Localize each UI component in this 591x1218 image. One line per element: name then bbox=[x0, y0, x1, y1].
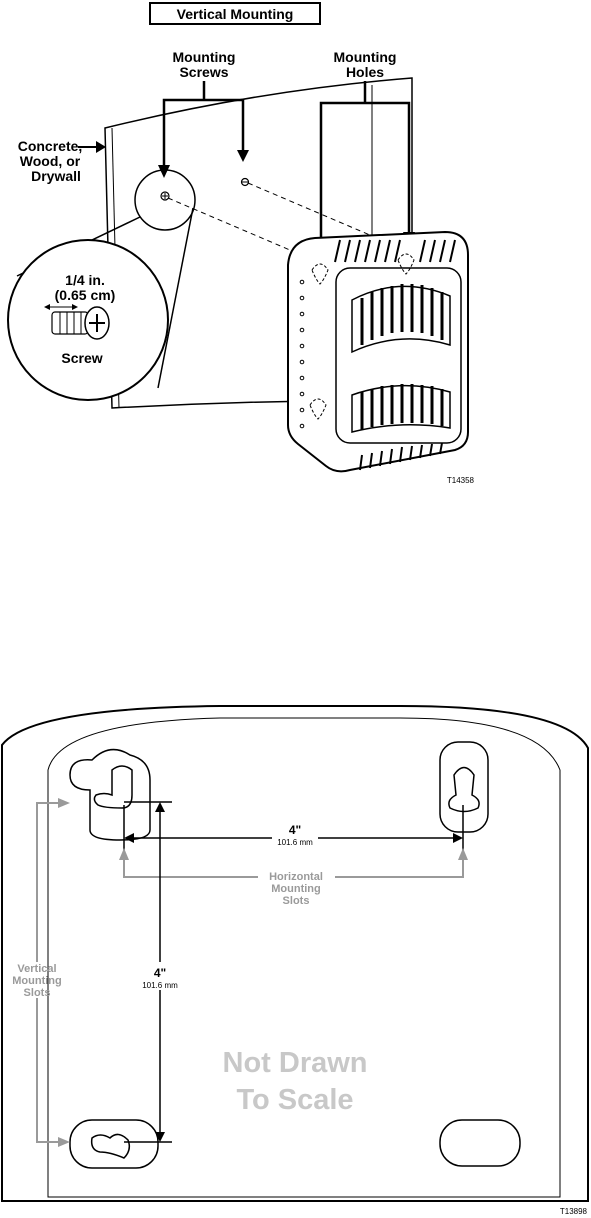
rubber-foot-bottom-right bbox=[440, 1120, 520, 1166]
keyhole-slot-top-left bbox=[70, 750, 150, 840]
scale-note-line1: Not Drawn bbox=[223, 1047, 368, 1079]
surface-label-line2: Wood, or bbox=[20, 153, 81, 169]
mounting-holes-label-line2: Holes bbox=[346, 64, 384, 80]
horizontal-slots-label-line1: Horizontal bbox=[269, 871, 323, 883]
bottom-slots-figure: 4" 101.6 mm Horizontal Mounting Slots 4"… bbox=[2, 706, 588, 1216]
horizontal-slots-label-line3: Slots bbox=[283, 895, 310, 907]
vertical-slots-callout: Vertical Mounting Slots bbox=[12, 798, 70, 1147]
horizontal-slots-label-line2: Mounting bbox=[271, 883, 320, 895]
vertical-slots-label-line1: Vertical bbox=[17, 963, 56, 975]
scale-note-line2: To Scale bbox=[236, 1084, 353, 1116]
screw-label: Screw bbox=[61, 350, 102, 366]
surface-callout: Concrete, Wood, or Drywall bbox=[18, 138, 106, 184]
keyhole-slot-bottom-left bbox=[70, 1120, 158, 1168]
screw-size-line1: 1/4 in. bbox=[65, 272, 105, 288]
device-body bbox=[288, 232, 468, 471]
scale-note: Not Drawn To Scale bbox=[223, 1047, 368, 1116]
top-figure-id: T14358 bbox=[447, 476, 475, 485]
vertical-slots-label-line2: Mounting bbox=[12, 975, 61, 987]
title-box: Vertical Mounting bbox=[150, 3, 320, 24]
mounting-screws-label-line1: Mounting bbox=[173, 49, 236, 65]
screw-icon bbox=[52, 307, 109, 339]
vertical-slots-label-line3: Slots bbox=[24, 987, 51, 999]
horizontal-distance: 4" bbox=[289, 823, 301, 837]
vertical-distance-metric: 101.6 mm bbox=[142, 981, 178, 990]
screw-size-line2: (0.65 cm) bbox=[55, 287, 116, 303]
wall-screw-left bbox=[161, 192, 169, 200]
vertical-mounting-figure: Vertical Mounting Mounting Screws Mounti… bbox=[8, 3, 475, 485]
bottom-figure-id: T13898 bbox=[560, 1207, 588, 1216]
keyhole-slot-top-right bbox=[440, 742, 488, 832]
vertical-dimension: 4" 101.6 mm bbox=[124, 802, 184, 1142]
vertical-distance: 4" bbox=[154, 966, 166, 980]
surface-label-line3: Drywall bbox=[31, 168, 81, 184]
lower-grille-icon bbox=[352, 384, 450, 432]
horizontal-slots-callout: Horizontal Mounting Slots bbox=[119, 848, 468, 907]
horizontal-distance-metric: 101.6 mm bbox=[277, 838, 313, 847]
mounting-holes-label-line1: Mounting bbox=[334, 49, 397, 65]
diagram-title: Vertical Mounting bbox=[177, 6, 294, 22]
surface-label-line1: Concrete, bbox=[18, 138, 83, 154]
horizontal-dimension: 4" 101.6 mm bbox=[124, 805, 463, 865]
wall-screw-right bbox=[242, 179, 249, 186]
mounting-screws-label-line2: Screws bbox=[179, 64, 228, 80]
